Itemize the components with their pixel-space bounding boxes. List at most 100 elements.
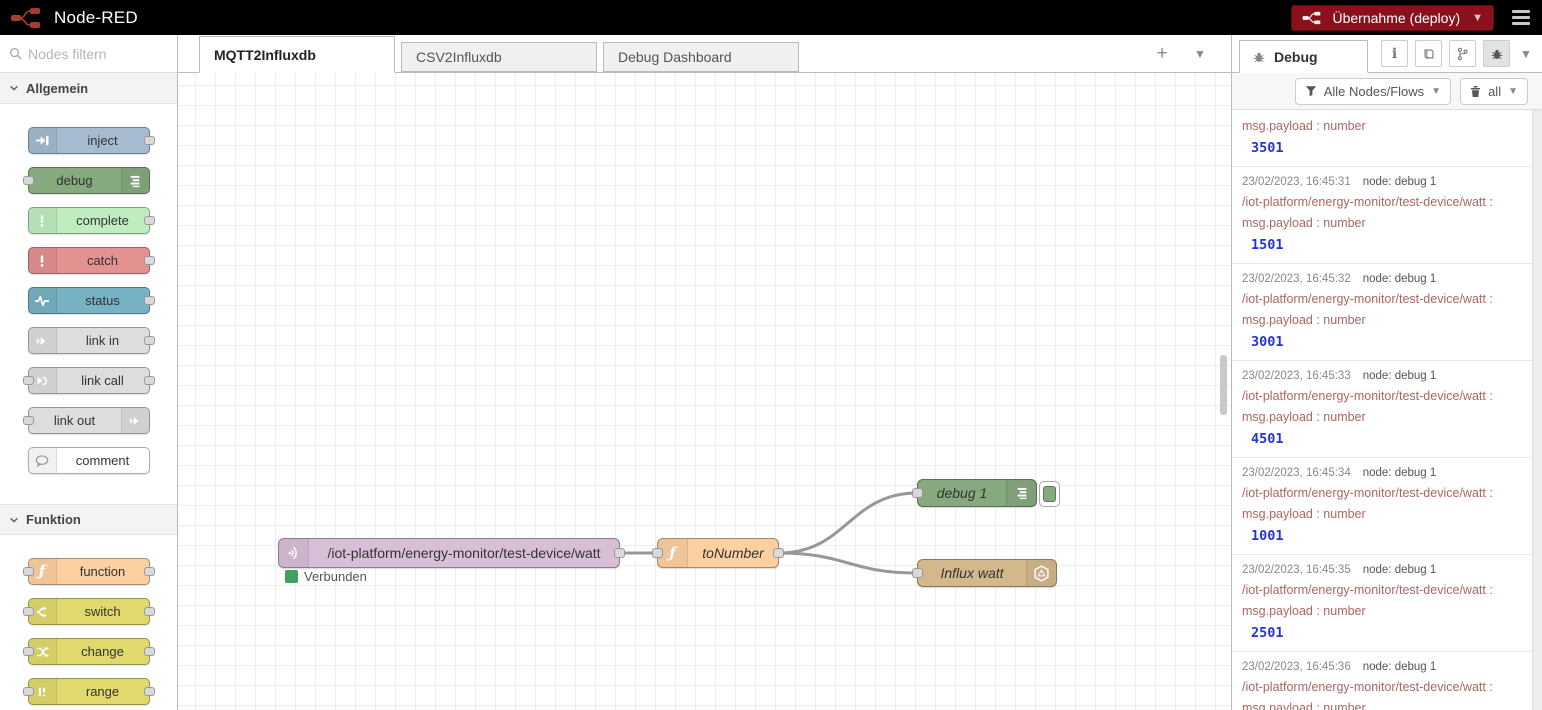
tab-debug-label: Debug — [1274, 48, 1318, 65]
main-menu-button[interactable] — [1510, 8, 1532, 27]
bug-icon — [1491, 49, 1502, 59]
debug-clear-button[interactable]: all ▼ — [1460, 77, 1528, 105]
debug-filter-button[interactable]: Alle Nodes/Flows ▼ — [1294, 77, 1452, 105]
debug-tab-button[interactable] — [1483, 40, 1510, 67]
palette-node-link-out[interactable]: link out — [22, 407, 150, 434]
node-status: Verbunden — [285, 569, 367, 584]
node-input-port[interactable] — [912, 568, 923, 578]
status-dot-icon — [285, 570, 298, 583]
sidebar-caret-icon[interactable]: ▼ — [1520, 46, 1532, 61]
palette-node-change[interactable]: change — [22, 638, 155, 665]
git-branch-icon — [1457, 47, 1468, 60]
flow-canvas[interactable]: /iot-platform/energy-monitor/test-device… — [178, 73, 1231, 710]
message-payload-type: msg.payload : number — [1242, 216, 1366, 230]
node-output-port[interactable] — [773, 548, 784, 558]
status-text: Verbunden — [304, 569, 367, 584]
node-output-port — [143, 607, 155, 616]
palette-node-inject[interactable]: inject — [27, 127, 155, 154]
flow-node-influx-out[interactable]: Influx watt — [912, 559, 1057, 587]
workspace-tab-mqtt2influxdb[interactable]: MQTT2Influxdb — [199, 36, 395, 73]
palette-node-complete[interactable]: complete — [27, 207, 155, 234]
flow-node-label: Influx watt — [940, 565, 1004, 581]
tab-debug[interactable]: Debug — [1239, 40, 1368, 73]
sidebar-scrollbar[interactable] — [1532, 110, 1542, 710]
message-value[interactable]: 3501 — [1251, 140, 1284, 156]
flow-node-tonumber[interactable]: ƒ toNumber — [652, 538, 784, 568]
message-value[interactable]: 1001 — [1251, 528, 1284, 544]
workspace-tab-csv2influxdb[interactable]: CSV2Influxdb — [401, 42, 597, 72]
wire-tonumber-influx[interactable] — [777, 551, 919, 575]
message-node-ref: node: debug 1 — [1362, 467, 1437, 479]
palette-category-header[interactable]: Funktion — [0, 504, 177, 535]
palette-node-switch[interactable]: switch — [22, 598, 155, 625]
palette-category-label: Allgemein — [26, 80, 89, 96]
funnel-icon — [1305, 86, 1316, 97]
message-value[interactable]: 2501 — [1251, 625, 1284, 641]
message-value[interactable]: 1501 — [1251, 237, 1284, 253]
palette-node-link-call[interactable]: link call — [22, 367, 155, 394]
history-tab-button[interactable] — [1449, 40, 1476, 67]
palette-body: Allgemein inject debug complete catch st… — [0, 73, 177, 710]
flow-node-label: toNumber — [702, 545, 764, 561]
node-palette: Allgemein inject debug complete catch st… — [0, 35, 178, 710]
node-input-port[interactable] — [652, 548, 663, 558]
palette-category-header[interactable]: Allgemein — [0, 73, 177, 104]
palette-node-link-in[interactable]: link in — [27, 327, 155, 354]
canvas-vertical-scrollbar[interactable] — [1220, 355, 1227, 415]
flow-list-caret-icon[interactable]: ▼ — [1194, 46, 1206, 61]
palette-node-function[interactable]: ƒ function — [22, 558, 155, 585]
deploy-button[interactable]: Übernahme (deploy) ▼ — [1291, 4, 1494, 31]
node-input-port — [22, 607, 34, 616]
info-tab-button[interactable]: i — [1381, 40, 1408, 67]
inject-icon — [28, 128, 57, 153]
node-input-port[interactable] — [912, 488, 923, 498]
palette-node-catch[interactable]: catch — [27, 247, 155, 274]
deploy-icon — [1303, 11, 1321, 24]
message-value[interactable]: 3001 — [1251, 334, 1284, 350]
node-output-port — [143, 296, 155, 305]
node-input-port — [22, 687, 34, 696]
message-topic: /iot-platform/energy-monitor/test-device… — [1242, 680, 1493, 694]
debug-message-list[interactable]: msg.payload : number 3501 23/02/2023, 16… — [1232, 110, 1542, 710]
palette-node-range[interactable]: range — [22, 678, 155, 705]
node-red-logo-icon — [11, 7, 40, 28]
workspace-tab-debug-dashboard[interactable]: Debug Dashboard — [603, 42, 799, 72]
clear-caret-icon: ▼ — [1508, 85, 1518, 97]
add-flow-button[interactable]: + — [1156, 42, 1168, 64]
deploy-caret-icon[interactable]: ▼ — [1472, 11, 1483, 24]
flow-node-debug1[interactable]: debug 1 — [912, 479, 1060, 507]
node-output-port — [143, 567, 155, 576]
palette-node-comment[interactable]: comment — [27, 447, 150, 474]
chevron-down-icon — [10, 85, 18, 91]
palette-search-input[interactable] — [28, 45, 168, 62]
message-value[interactable]: 4501 — [1251, 431, 1284, 447]
debug-icon — [1006, 480, 1036, 506]
message-topic: /iot-platform/energy-monitor/test-device… — [1242, 389, 1493, 403]
help-tab-button[interactable] — [1415, 40, 1442, 67]
change-icon — [28, 639, 57, 664]
flow-node-mqtt-in[interactable]: /iot-platform/energy-monitor/test-device… — [278, 538, 625, 568]
palette-node-status[interactable]: status — [27, 287, 155, 314]
message-node-ref: node: debug 1 — [1362, 176, 1437, 188]
sidebar-header: Debug i — [1232, 35, 1542, 73]
node-output-port — [143, 216, 155, 225]
debug-toggle-button[interactable] — [1039, 481, 1060, 507]
node-input-port — [22, 176, 34, 185]
palette-node-debug[interactable]: debug — [22, 167, 150, 194]
search-icon — [9, 47, 22, 60]
message-topic: /iot-platform/energy-monitor/test-device… — [1242, 486, 1493, 500]
palette-search — [0, 35, 177, 73]
debug-message[interactable]: msg.payload : number 3501 — [1232, 110, 1532, 167]
message-timestamp: 23/02/2023, 16:45:36 — [1242, 661, 1351, 673]
message-payload-type: msg.payload : number — [1242, 410, 1366, 424]
link-out-icon — [120, 408, 149, 433]
wire-tonumber-debug[interactable] — [777, 491, 919, 555]
catch-icon — [28, 248, 57, 273]
node-output-port[interactable] — [614, 548, 625, 558]
